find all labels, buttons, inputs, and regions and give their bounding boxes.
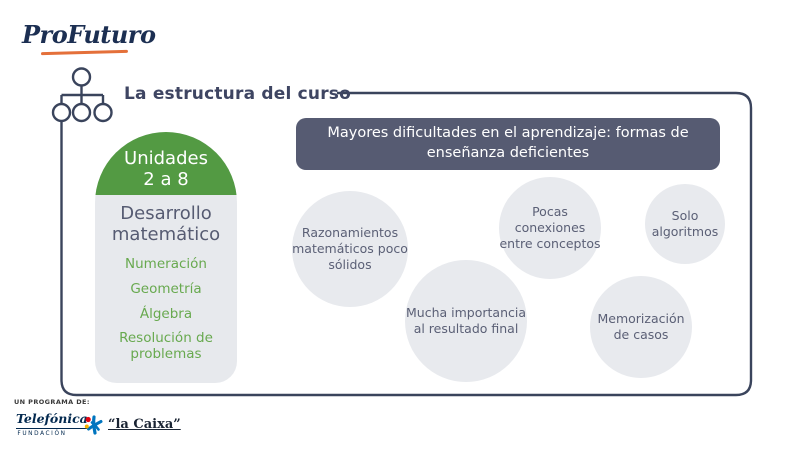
la-caixa-star-icon xyxy=(84,415,103,435)
la-caixa-wordmark: “la Caixa” xyxy=(108,416,181,432)
unit-badge-line1: Unidades xyxy=(124,147,208,169)
panel-border xyxy=(60,91,753,397)
difficulties-header-line1: Mayores dificultades en el aprendizaje: … xyxy=(327,125,689,142)
unit-topic-resolucion: Resolución de problemas xyxy=(119,330,213,362)
bubble-pocas-conexiones: Pocas conexiones entre conceptos xyxy=(499,177,601,279)
unit-topic-geometria: Geometría xyxy=(130,280,202,297)
difficulties-header-line2: enseñanza deficientes xyxy=(426,145,590,161)
difficulties-header: Mayores dificultades en el aprendizaje: … xyxy=(296,118,720,170)
unit-topic-algebra: Álgebra xyxy=(139,305,193,322)
bubble-memorizacion: Memorización de casos xyxy=(590,276,692,378)
unit-topic-numeracion: Numeración xyxy=(125,256,207,273)
bubble-solo-algoritmos: Solo algoritmos xyxy=(645,184,725,264)
unit-topic-list: Numeración Geometría Álgebra Resolución … xyxy=(95,257,237,362)
bubble-mucha-importancia: Mucha importancia al resultado final xyxy=(405,260,527,382)
bubble-razonamientos: Razonamientos matemáticos poco sólidos xyxy=(292,191,408,307)
unit-capsule: Unidades 2 a 8 Desarrollo matemático Num… xyxy=(95,132,237,383)
page-title: La estructura del curso xyxy=(124,84,351,104)
telefonica-logo: Telefónica FUNDACIÓN xyxy=(16,408,88,437)
telefonica-wordmark: Telefónica xyxy=(16,411,88,429)
telefonica-fundacion-label: FUNDACIÓN xyxy=(17,431,67,437)
program-label: UN PROGRAMA DE: xyxy=(14,398,90,406)
profuturo-logo: ProFuturo xyxy=(22,20,156,49)
unit-heading: Desarrollo matemático xyxy=(111,203,221,246)
la-caixa-logo: “la Caixa” xyxy=(84,413,181,435)
unit-badge-line2: 2 a 8 xyxy=(143,169,189,191)
org-chart-icon xyxy=(51,67,113,123)
